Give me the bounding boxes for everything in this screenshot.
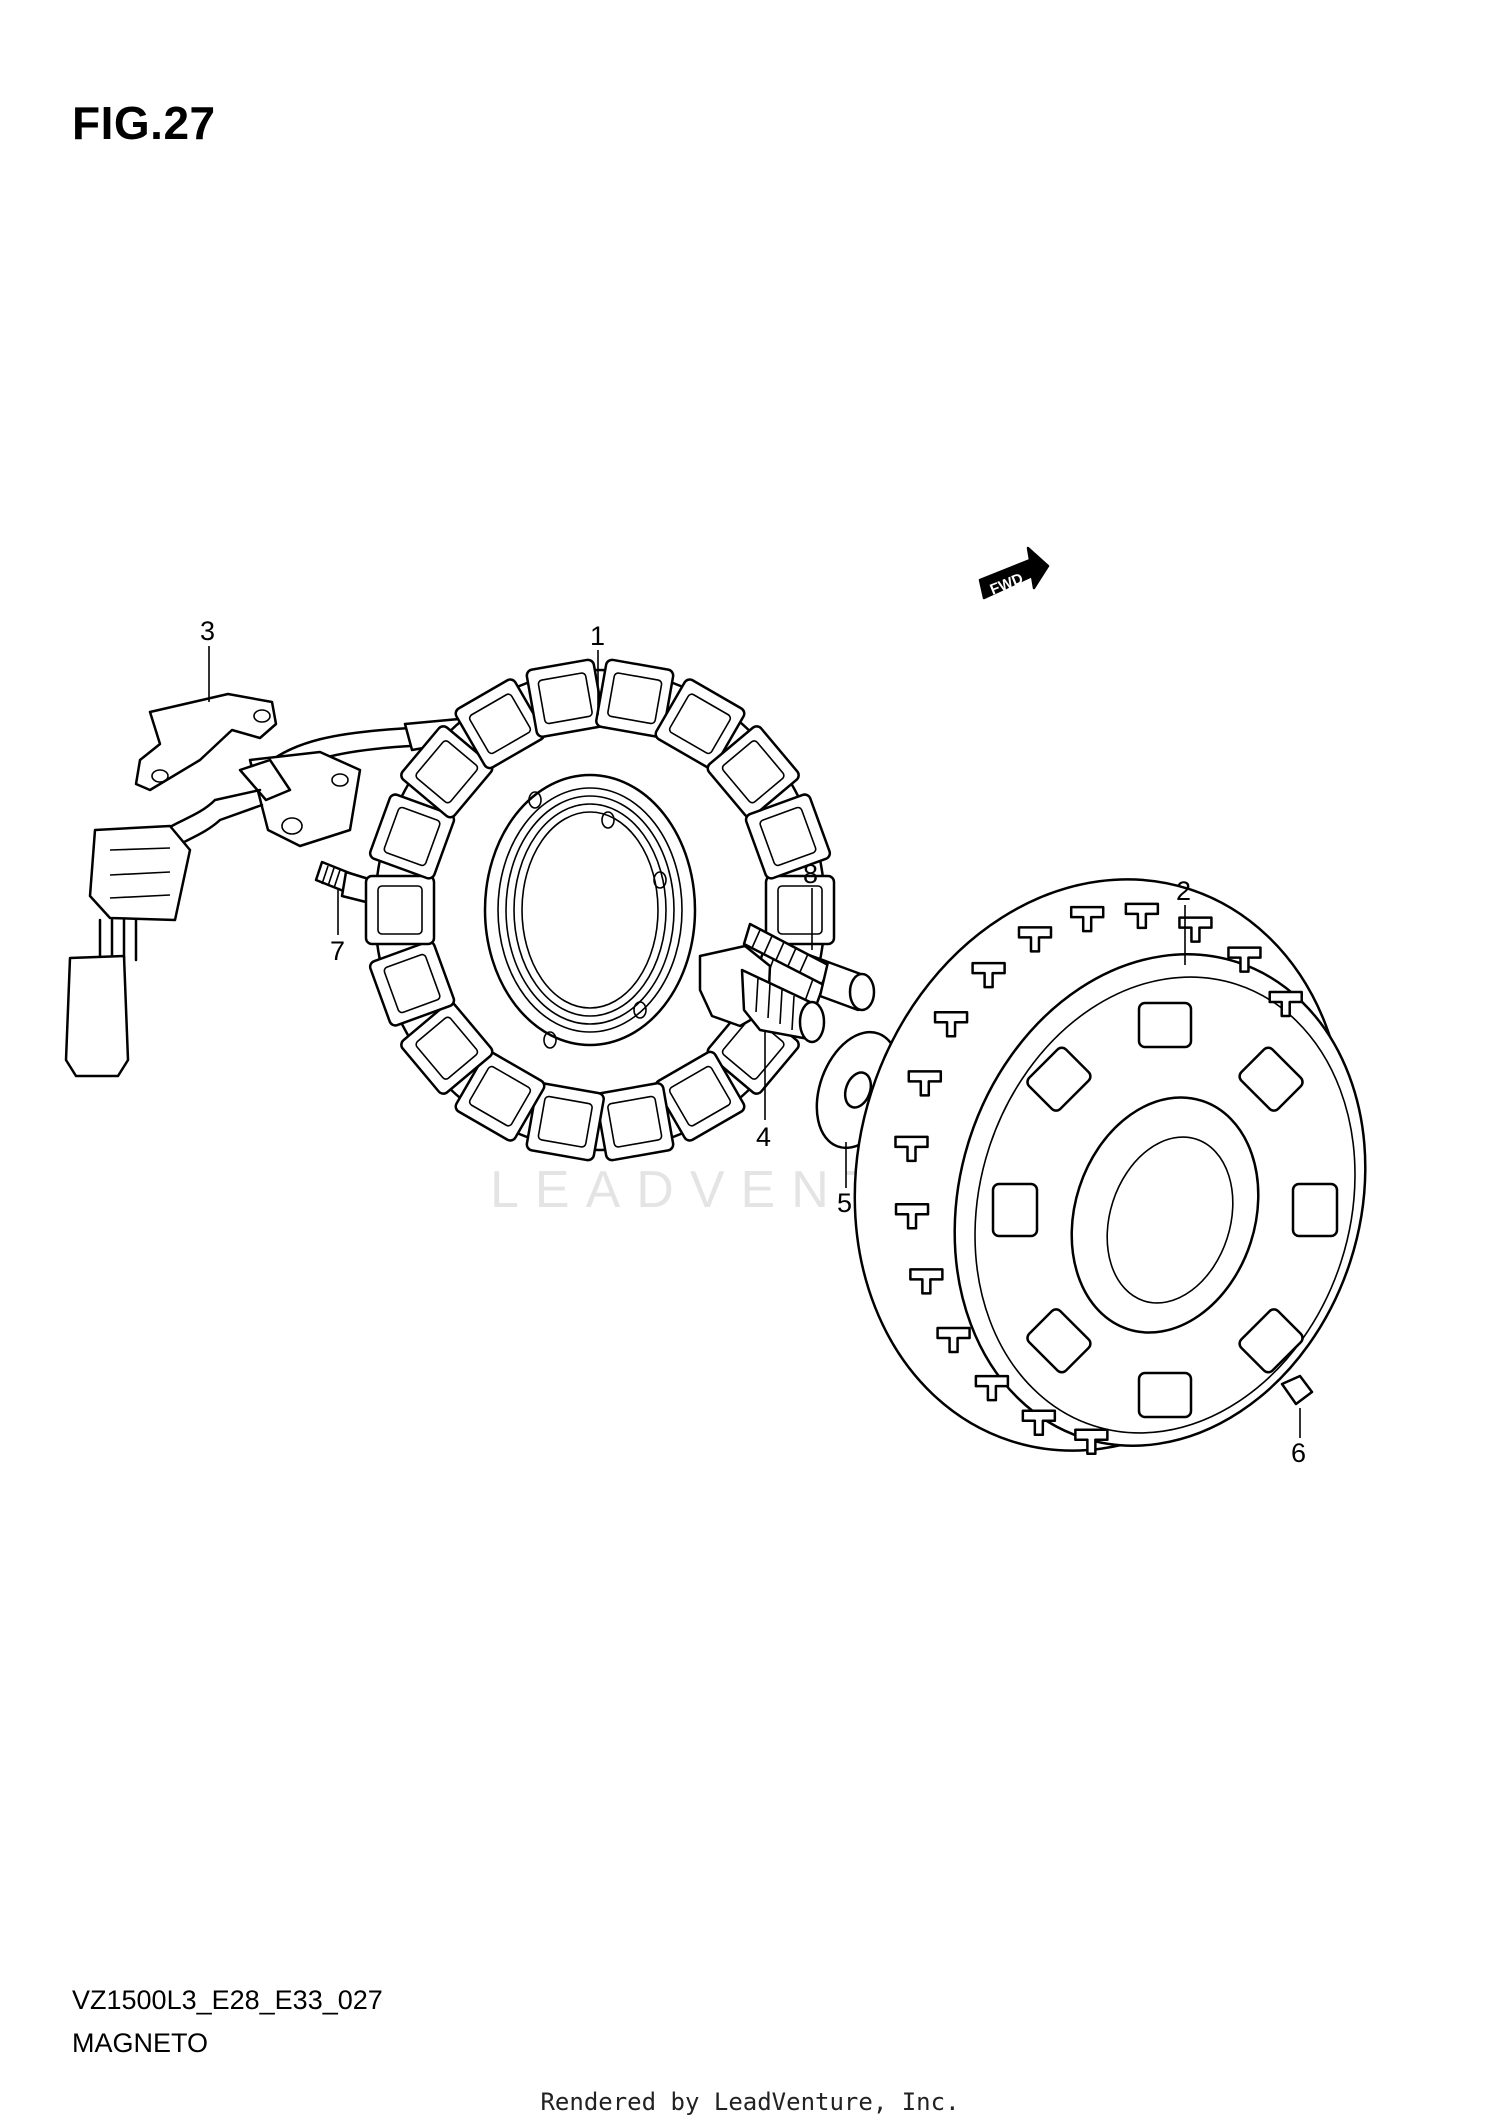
stator-part-1: [364, 658, 836, 1162]
rotor-magnet: [1137, 1371, 1193, 1419]
rotor-slot: [936, 1326, 971, 1354]
callout-2: 2: [1176, 876, 1191, 906]
stator-tooth: [454, 678, 546, 770]
stator-tooth: [654, 1050, 746, 1142]
callout-7: 7: [330, 936, 345, 966]
rotor-slot: [971, 961, 1006, 989]
stator-tooth: [400, 725, 494, 819]
rotor-part-2: [853, 878, 1367, 1455]
rotor-slot: [894, 1135, 929, 1163]
bolt-part-8: [742, 922, 876, 1012]
figure-title: FIG.27: [72, 97, 216, 149]
rotor-magnet: [991, 1182, 1039, 1238]
rotor-slot: [1178, 916, 1213, 943]
stator-tooth: [368, 940, 456, 1027]
callout-5: 5: [837, 1188, 852, 1218]
rotor-slot: [1268, 990, 1303, 1018]
callout-3: 3: [200, 616, 215, 646]
rotor-slot: [1021, 1409, 1057, 1437]
rotor-magnet: [1026, 1046, 1092, 1112]
callout-8: 8: [803, 859, 818, 889]
callout-4: 4: [756, 1122, 771, 1152]
render-credit: Rendered by LeadVenture, Inc.: [540, 2088, 960, 2116]
stator-tooth: [595, 658, 675, 738]
bolt-part-4: [698, 944, 826, 1044]
bolt-part-7: [314, 860, 374, 904]
stator-tooth: [764, 874, 836, 946]
stator-tooth: [454, 1050, 546, 1142]
section-name: MAGNETO: [72, 2028, 209, 2058]
rotor-slot: [894, 1203, 930, 1230]
rotor-slot: [1074, 1428, 1109, 1455]
stator-tooth: [400, 1001, 494, 1095]
callout-6: 6: [1291, 1438, 1306, 1468]
rotor-magnet: [1238, 1308, 1304, 1374]
callout-labels: 3 1 2 8 7 4 5 6: [200, 616, 1306, 1468]
rotor-slot: [1017, 926, 1053, 953]
rotor-slot: [933, 1010, 969, 1038]
stator-tooth: [368, 793, 456, 880]
fwd-arrow-icon: FWD: [978, 546, 1050, 600]
rotor-slot: [907, 1070, 943, 1097]
stator-tooth: [654, 678, 746, 770]
rotor-slot: [1069, 905, 1105, 933]
rotor-magnet: [1137, 1001, 1193, 1049]
stator-tooth: [744, 793, 832, 880]
rotor-slot: [1124, 902, 1160, 930]
wiring-bracket: [134, 692, 278, 792]
stator-tooth: [525, 658, 605, 738]
connector-plug: [64, 788, 264, 1078]
rotor-slot: [974, 1374, 1010, 1402]
stator-tooth: [364, 874, 436, 946]
rotor-slot: [909, 1268, 944, 1295]
stator-tooth: [525, 1082, 605, 1162]
key-part-6: [1280, 1374, 1314, 1406]
rotor-magnet: [1238, 1046, 1304, 1112]
rotor-slot: [1227, 946, 1262, 973]
wiring-harness: [238, 716, 522, 848]
rotor-magnet: [1291, 1182, 1339, 1238]
stator-tooth: [706, 725, 800, 819]
callout-1: 1: [590, 621, 605, 651]
stator-tooth: [595, 1082, 675, 1162]
rotor-magnet: [1026, 1308, 1092, 1374]
leader-lines: [208, 646, 1301, 1438]
model-code: VZ1500L3_E28_E33_027: [72, 1985, 383, 2015]
